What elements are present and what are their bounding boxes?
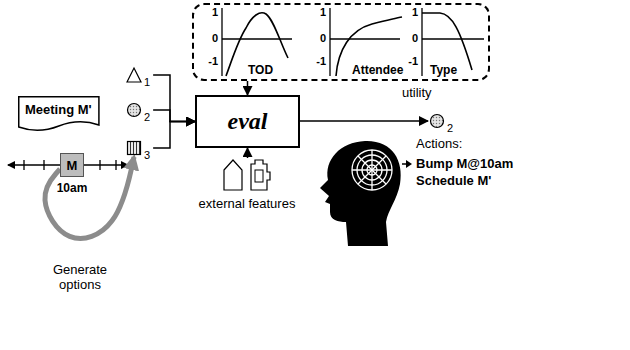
option-number: 2 [144,112,150,123]
option-bracket [153,122,195,149]
option-symbol [126,102,142,118]
action-item: Bump M@10am [416,156,513,171]
thinking-head [320,141,401,246]
actions-heading: Actions: [416,136,462,151]
option-number: 3 [144,150,150,161]
option-symbol [429,113,445,129]
axis-value: 0 [212,32,218,44]
time-label: 10am [57,181,88,195]
action-item: Schedule M' [416,173,491,188]
option-symbol [126,67,142,83]
option-number: 1 [144,77,150,88]
utility-factor-title: Type [430,63,457,77]
utility-graphs [222,8,484,76]
utility-factor-title: Attendee [352,63,403,77]
axis-value: -1 [408,55,418,67]
axis-value: 0 [412,32,418,44]
axis-value: 1 [412,6,418,18]
generate-arrow [45,157,134,238]
meeting-document: Meeting M' [18,96,100,133]
node-label: external features [199,196,296,211]
option-symbol [126,140,142,156]
feature-arrow [247,148,249,158]
feature-icons [221,158,273,192]
option-triangle: 1 [126,67,150,83]
meeting-slot: M [60,153,84,177]
external-features: external features [199,158,296,211]
node-label: Meeting M' [25,102,92,117]
node-label: utility [402,85,432,100]
edge-label: Generate options [42,262,118,292]
result-arrow [300,120,428,122]
axis-value: 1 [320,6,326,18]
axis-value: 0 [320,32,326,44]
axis-value: -1 [208,55,218,67]
option-bracket [153,75,195,122]
option-number: 2 [447,123,453,134]
action-pointer [402,160,412,168]
option-square: 3 [126,140,150,156]
chosen-option: 2 [429,113,453,129]
axis-value: 1 [212,6,218,18]
utility-factor-title: TOD [248,63,273,77]
axis-value: -1 [316,55,326,67]
utility-arrow [247,81,249,95]
eval-box: eval [195,95,300,148]
node-label: eval [228,108,268,135]
option-circle: 2 [126,102,150,118]
node-label: M [67,158,78,173]
option-bracket [153,110,195,122]
